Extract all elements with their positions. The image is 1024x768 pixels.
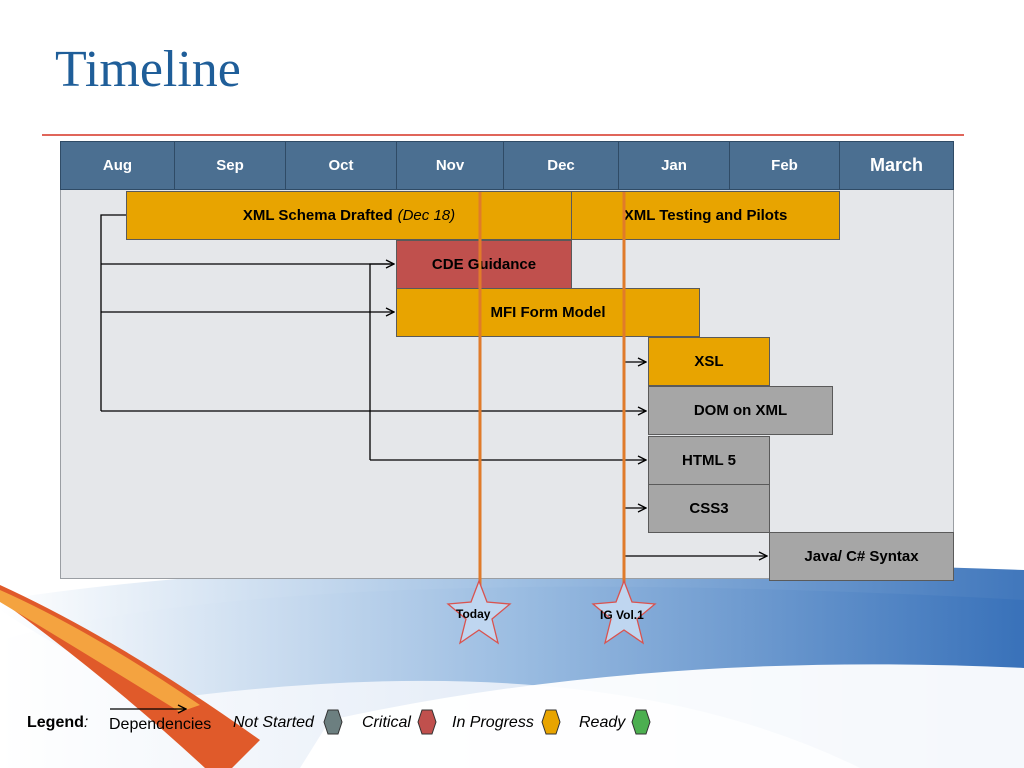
star-icon-today bbox=[446, 579, 512, 645]
task-label: CSS3 bbox=[689, 500, 729, 517]
month-header-march: March bbox=[839, 141, 954, 190]
hexagon-icon-critical bbox=[417, 709, 437, 735]
task-label: CDE Guidance bbox=[431, 256, 537, 273]
task-xml-schema-drafted: XML Schema Drafted (Dec 18) bbox=[126, 191, 572, 240]
task-java-csharp-syntax: Java/ C# Syntax bbox=[769, 532, 954, 581]
legend-ready: Ready bbox=[579, 714, 626, 731]
dependency-bracket-cde bbox=[369, 263, 394, 460]
hexagon-icon-not-started bbox=[323, 709, 343, 735]
legend-dependencies: Dependencies bbox=[109, 716, 212, 733]
task-mfi-form-model: MFI Form Model bbox=[396, 288, 700, 337]
title-divider bbox=[42, 134, 964, 136]
month-header-dec: Dec bbox=[503, 141, 619, 190]
milestone-label-today: Today bbox=[456, 607, 491, 621]
task-label: MFI Form Model bbox=[490, 304, 606, 321]
legend-title: Legend bbox=[27, 714, 84, 731]
task-dom-on-xml: DOM on XML bbox=[648, 386, 833, 435]
task-note: (Dec 18) bbox=[397, 207, 456, 224]
milestone-label-ig-vol1: IG Vol.1 bbox=[600, 608, 644, 622]
month-header-jan: Jan bbox=[618, 141, 730, 190]
dependency-arrows bbox=[100, 214, 767, 556]
month-header-nov: Nov bbox=[396, 141, 504, 190]
task-html5: HTML 5 bbox=[648, 436, 770, 485]
task-cde-guidance: CDE Guidance bbox=[396, 240, 572, 289]
legend-label: Legend: bbox=[27, 714, 88, 732]
legend-colon: : bbox=[83, 714, 89, 731]
task-xml-testing-pilots: XML Testing and Pilots bbox=[571, 191, 840, 240]
task-xsl: XSL bbox=[648, 337, 770, 386]
hexagon-icon-in-progress bbox=[541, 709, 561, 735]
task-label: XML Testing and Pilots bbox=[623, 207, 788, 224]
legend-critical: Critical bbox=[362, 714, 411, 731]
star-icon-ig-vol1 bbox=[591, 579, 657, 645]
month-header-sep: Sep bbox=[174, 141, 286, 190]
task-label: HTML 5 bbox=[682, 452, 736, 469]
task-css3: CSS3 bbox=[648, 484, 770, 533]
page-title: Timeline bbox=[55, 41, 241, 98]
task-label: DOM on XML bbox=[693, 402, 788, 419]
task-label: XML Schema Drafted bbox=[242, 207, 393, 224]
legend-in-progress: In Progress bbox=[452, 714, 534, 731]
hexagon-icon-ready bbox=[631, 709, 651, 735]
month-header-feb: Feb bbox=[729, 141, 840, 190]
legend-not-started: Not Started bbox=[233, 714, 314, 731]
month-header-oct: Oct bbox=[285, 141, 397, 190]
task-label: XSL bbox=[694, 353, 724, 370]
dependency-bracket-main bbox=[100, 214, 126, 411]
task-label: Java/ C# Syntax bbox=[804, 548, 919, 565]
